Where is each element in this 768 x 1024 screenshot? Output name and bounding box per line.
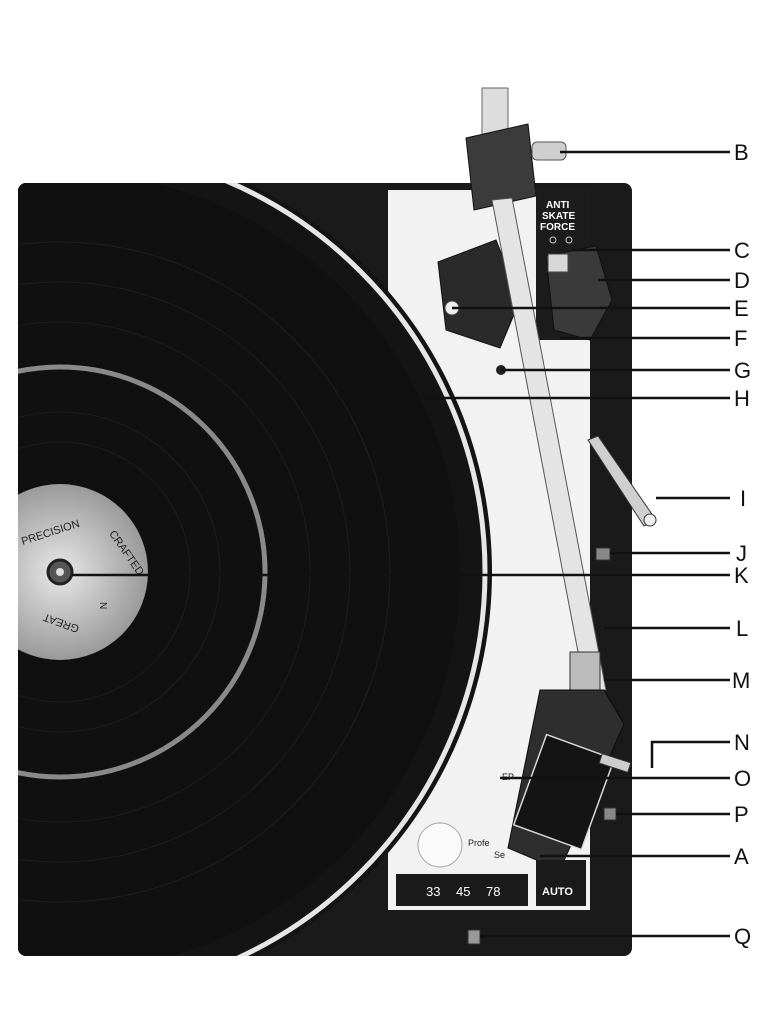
cueing-lever-tab (547, 253, 569, 273)
tonearm-pivot-housing (437, 239, 521, 349)
control-p (603, 807, 617, 821)
arm-rest (569, 651, 601, 693)
speed-45: 45 (456, 884, 470, 899)
speed-33: 33 (426, 884, 440, 899)
anti-skate-line-1: ANTI (546, 200, 570, 211)
record-groove-ring (18, 364, 268, 780)
callout-l: L (736, 616, 748, 641)
callout-e: E (734, 296, 749, 321)
auto-label: AUTO (542, 886, 573, 898)
callout-a: A (734, 844, 749, 869)
callout-p: P (734, 802, 749, 827)
control-j (595, 547, 611, 561)
callout-b: B (734, 140, 749, 165)
brand-text-1: Profe (468, 838, 490, 848)
control-q (467, 929, 481, 945)
speed-78: 78 (486, 884, 500, 899)
auto-panel (536, 860, 586, 906)
callout-c: C (734, 238, 750, 263)
anti-skate-line-2: SKATE (542, 211, 575, 222)
callout-j: J (736, 541, 747, 566)
tonearm-shaft (491, 197, 607, 695)
callout-m: M (732, 668, 750, 693)
callout-i: I (740, 486, 746, 511)
cartridge-window (512, 733, 616, 851)
callout-q: Q (734, 924, 751, 949)
platter-rim (18, 183, 488, 956)
anti-skate-dot-left (549, 236, 557, 244)
speed-selector-panel (396, 874, 528, 906)
finger-lift (598, 752, 632, 774)
callout-h: H (734, 386, 750, 411)
callout-d: D (734, 268, 750, 293)
callout-g: G (734, 358, 751, 383)
anti-skate-dot-right (565, 236, 573, 244)
leader-lines (72, 150, 730, 938)
callout-f: F (734, 326, 747, 351)
brand-emblem (417, 822, 463, 868)
callout-k: K (734, 563, 749, 588)
label-text-n: N (97, 602, 108, 609)
anti-skate-line-3: FORCE (540, 222, 575, 233)
brand-text-2: Se (494, 850, 505, 860)
callout-o: O (734, 766, 751, 791)
counterweight (465, 123, 537, 211)
callout-n: N (734, 730, 750, 755)
leader-n (650, 740, 730, 768)
